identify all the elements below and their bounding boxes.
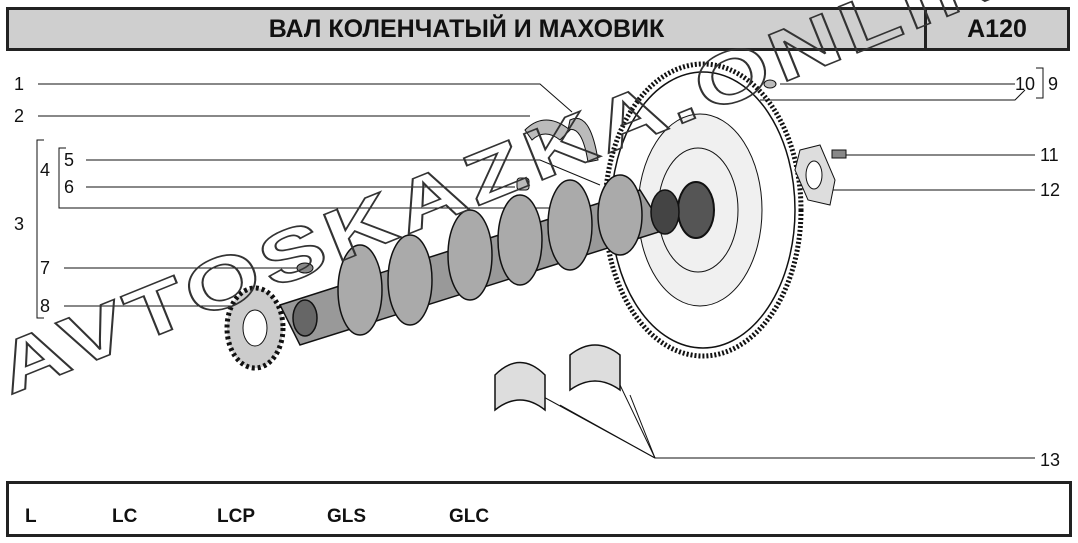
model-glc: GLC	[449, 506, 490, 527]
crankshaft	[278, 174, 680, 346]
callout-2: 2	[14, 106, 24, 126]
model-l: L	[25, 506, 37, 527]
model-lcp: LCP	[217, 506, 255, 527]
callout-numbers: 1 2 3 4 5 6 7 8 9 10 11 12 13	[14, 74, 1060, 470]
page-title: ВАЛ КОЛЕНЧАТЫЙ И МАХОВИК	[9, 10, 927, 48]
callout-13: 13	[1040, 450, 1060, 470]
callout-3: 3	[14, 214, 24, 234]
callout-10: 10	[1015, 74, 1035, 94]
thrust-half-rings	[516, 118, 599, 191]
flywheel-plate	[763, 79, 847, 206]
callout-12: 12	[1040, 180, 1060, 200]
header-bar: ВАЛ КОЛЕНЧАТЫЙ И МАХОВИК A120	[6, 7, 1070, 51]
model-applicability-bar: L LC LCP GLS GLC	[6, 481, 1072, 537]
callout-7: 7	[40, 258, 50, 278]
watermark: AVTOSKAZKA.ONLINE	[0, 0, 1078, 411]
main-bearing-shells	[494, 344, 621, 412]
callout-1: 1	[14, 74, 24, 94]
callout-6: 6	[64, 177, 74, 197]
callout-5: 5	[64, 150, 74, 170]
leader-lines	[36, 67, 1044, 459]
model-lc: LC	[112, 506, 138, 527]
timing-sprocket	[224, 262, 314, 371]
diagram-code: A120	[967, 14, 1027, 43]
callout-4: 4	[40, 160, 50, 180]
callout-9: 9	[1048, 74, 1058, 94]
callout-8: 8	[40, 296, 50, 316]
svg-text:AVTOSKAZKA.ONLINE: AVTOSKAZKA.ONLINE	[0, 0, 1078, 411]
model-gls: GLS	[327, 506, 367, 527]
flywheel	[602, 61, 804, 359]
callout-11: 11	[1040, 145, 1059, 165]
